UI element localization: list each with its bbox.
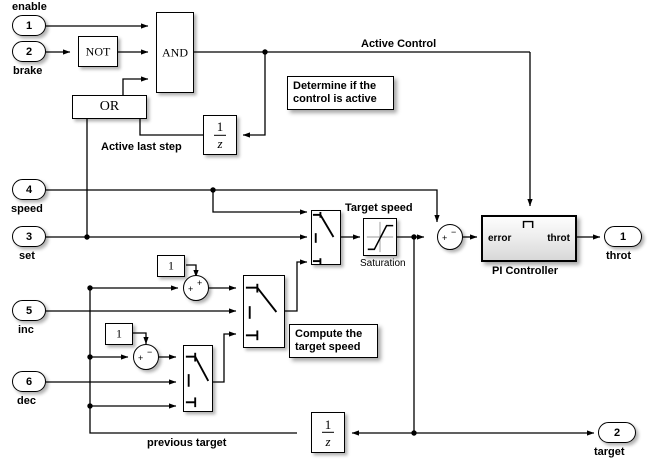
switch-glyph (245, 283, 278, 341)
sum-dec-block[interactable]: + − (133, 344, 159, 370)
sum-inc-left-sign: + (188, 284, 194, 294)
sum-inc-block[interactable]: + + (183, 275, 209, 301)
constant-dec-block[interactable]: 1 (105, 323, 133, 345)
unit-delay-active-numerator: 1 (216, 118, 224, 134)
note-compute-target-line2: target speed (295, 341, 361, 353)
sum-error-left-sign: + (442, 233, 448, 243)
unit-delay-active-fraction: 1 z (204, 120, 236, 150)
or-gate-block[interactable]: OR (72, 95, 147, 119)
unit-delay-target-denominator: z (325, 433, 331, 449)
inport-speed[interactable]: 4 (12, 179, 46, 200)
inport-set-number: 3 (25, 230, 33, 243)
outport-throt-label: throt (606, 250, 632, 262)
signal-label-previous-target: previous target (147, 437, 227, 449)
enable-port-glyph (522, 220, 534, 228)
unit-delay-active-block[interactable]: 1 z (203, 115, 237, 155)
constant-inc-block[interactable]: 1 (157, 255, 185, 277)
constant-dec-value: 1 (116, 326, 122, 341)
sum-error-top-sign: − (451, 227, 457, 237)
unit-delay-target-numerator: 1 (324, 416, 332, 432)
inport-set[interactable]: 3 (12, 226, 46, 247)
inport-brake-label: brake (13, 65, 43, 77)
note-compute-target-line1: Compute the (295, 328, 363, 340)
outport-target-label: target (594, 446, 625, 458)
saturation-glyph (366, 221, 394, 253)
switch-inc-select-block[interactable] (243, 275, 285, 348)
inport-speed-number: 4 (25, 183, 33, 196)
inport-dec-label: dec (17, 395, 36, 407)
fraction-bar (322, 431, 334, 434)
inport-set-label: set (19, 250, 35, 262)
inport-dec-number: 6 (25, 375, 33, 388)
switch-glyph (312, 211, 335, 264)
signal-label-active-control: Active Control (361, 38, 437, 50)
and-gate-label: AND (162, 45, 188, 59)
pi-controller-label: PI Controller (492, 265, 559, 277)
unit-delay-target-block[interactable]: 1 z (311, 412, 345, 453)
signal-label-target-speed: Target speed (345, 202, 413, 214)
switch-target-select-block[interactable] (311, 210, 341, 265)
inport-inc[interactable]: 5 (12, 300, 46, 321)
inport-speed-label: speed (11, 203, 43, 215)
inport-enable-number: 1 (25, 19, 33, 32)
sum-inc-top-sign: + (197, 278, 203, 288)
switch-glyph (185, 352, 210, 408)
inport-inc-label: inc (18, 324, 34, 336)
signal-label-active-last-step: Active last step (101, 141, 182, 153)
outport-target[interactable]: 2 (598, 422, 636, 443)
outport-throt-number: 1 (619, 230, 627, 243)
outport-target-number: 2 (613, 426, 621, 439)
sum-dec-top-sign: − (147, 347, 153, 357)
inport-dec[interactable]: 6 (12, 371, 46, 392)
pi-controller-block[interactable]: error throt (481, 215, 577, 262)
inport-brake[interactable]: 2 (12, 41, 46, 62)
note-determine-active-line1: Determine if the (293, 80, 377, 92)
saturation-label: Saturation (360, 258, 406, 269)
inport-enable[interactable]: 1 (12, 15, 46, 36)
and-gate-block[interactable]: AND (156, 12, 194, 93)
inport-brake-number: 2 (25, 45, 33, 58)
note-determine-active: Determine if the control is active (287, 76, 394, 110)
pi-controller-output-label: throt (547, 233, 570, 244)
note-determine-active-line2: control is active (293, 93, 377, 105)
inport-enable-label: enable (12, 1, 47, 13)
switch-dec-select-block[interactable] (183, 345, 213, 412)
saturation-block[interactable] (363, 218, 397, 256)
inport-inc-number: 5 (25, 304, 33, 317)
unit-delay-target-fraction: 1 z (312, 416, 344, 449)
not-gate-label: NOT (85, 44, 111, 58)
constant-inc-value: 1 (168, 258, 174, 273)
outport-throt[interactable]: 1 (604, 226, 642, 247)
fraction-bar (214, 134, 226, 136)
sum-error-block[interactable]: + − (437, 224, 463, 250)
not-gate-block[interactable]: NOT (78, 36, 118, 67)
sum-dec-left-sign: + (138, 353, 144, 363)
pi-controller-input-label: error (488, 233, 512, 244)
unit-delay-active-denominator: z (217, 136, 223, 152)
or-gate-label: OR (99, 99, 120, 114)
note-compute-target: Compute the target speed (289, 324, 378, 358)
